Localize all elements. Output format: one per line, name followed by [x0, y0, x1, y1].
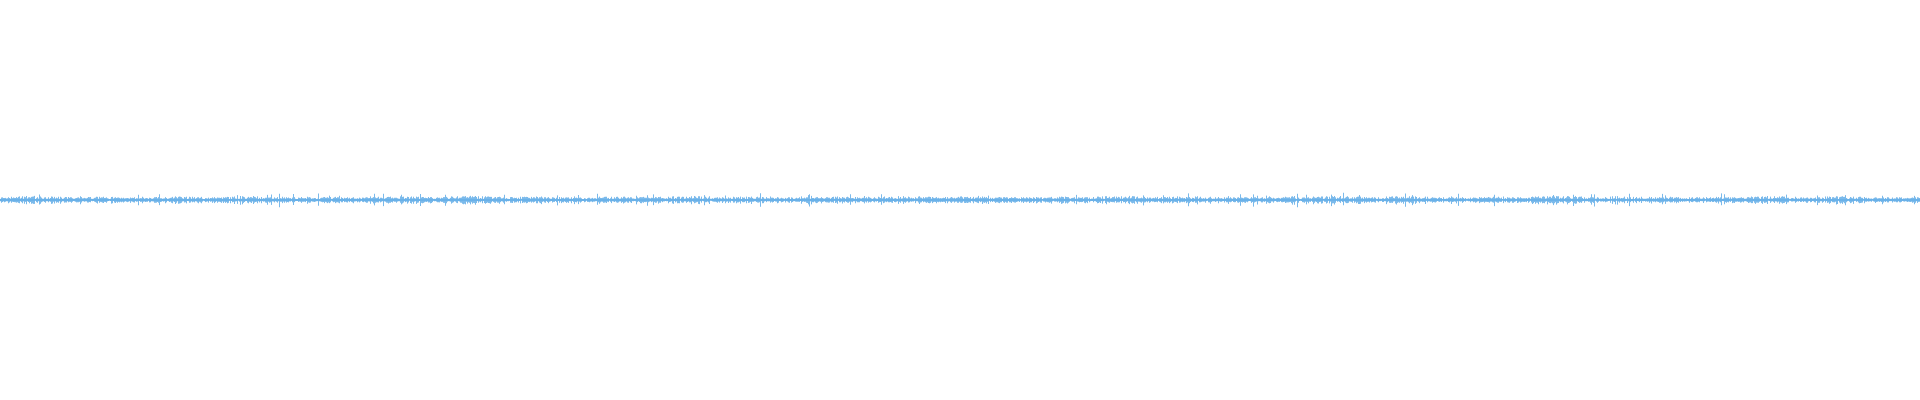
waveform-bars	[0, 192, 1920, 208]
waveform-amplitude-path	[0, 192, 1920, 208]
